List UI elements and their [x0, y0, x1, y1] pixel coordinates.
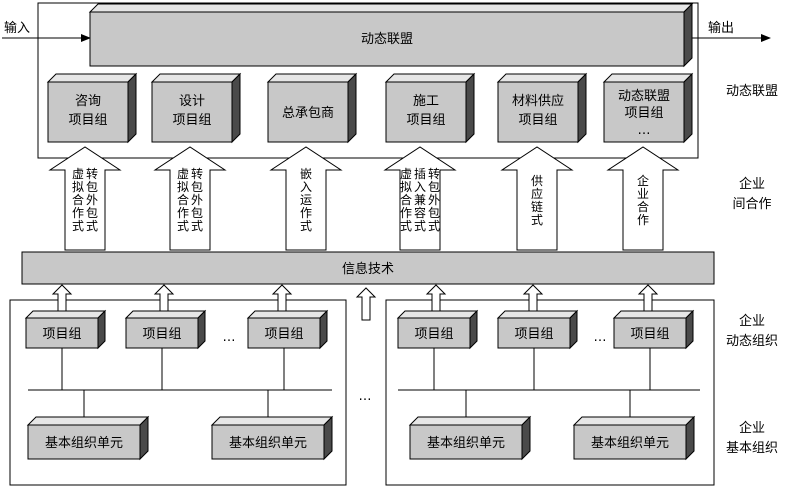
partner-label: 项目组: [172, 113, 211, 128]
small-up-arrow: [425, 284, 447, 313]
level-label-line: 企业: [739, 313, 765, 329]
unit-label: 基本组织单元: [427, 436, 505, 451]
cooperation-label: 转包外包式: [191, 166, 203, 233]
cooperation-label: 转包外包式: [428, 166, 440, 233]
partner-label: 施工: [413, 94, 439, 109]
input-label: 输入: [4, 20, 30, 36]
project-box: 项目组: [612, 309, 695, 350]
between-groups-ellipsis: …: [359, 389, 372, 404]
partner-label: 材料供应: [512, 93, 564, 109]
small-up-arrow: [51, 284, 73, 313]
project-box: 项目组: [496, 309, 579, 350]
cooperation-arrow: 供应链式: [500, 146, 574, 251]
small-up-arrows: [51, 284, 659, 321]
partner-label: 设计: [179, 94, 205, 109]
cooperation-arrow: 嵌入运作式: [269, 146, 343, 251]
partner-label: 项目组: [68, 113, 107, 128]
cooperation-label: 企业合作: [637, 173, 649, 227]
alliance-frame: [37, 2, 699, 159]
partner-box: 动态联盟项目组 …: [602, 72, 694, 144]
partner-label: 项目组: [624, 106, 663, 121]
project-label: 项目组: [514, 327, 553, 342]
small-up-arrow: [271, 284, 293, 313]
project-label: 项目组: [630, 327, 669, 342]
partner-boxes: 咨询项目组设计项目组总承包商施工项目组材料供应项目组动态联盟项目组…: [46, 72, 694, 144]
alliance-title: 动态联盟: [361, 32, 413, 47]
level-label: 动态联盟: [726, 84, 778, 99]
alliance-bar: 动态联盟: [88, 2, 694, 68]
cooperation-label: 插入兼容式: [414, 167, 426, 233]
level-label-line: 企业: [739, 420, 765, 436]
cooperation-label: 虚拟合作式: [72, 167, 84, 233]
cooperation-label: 转包外包式: [86, 166, 98, 233]
cooperation-arrow: 企业合作: [606, 146, 680, 251]
partner-label: 总承包商: [282, 106, 334, 121]
unit-label: 基本组织单元: [229, 436, 307, 451]
partner-label: …: [638, 123, 651, 138]
unit-box: 基本组织单元: [210, 415, 334, 461]
cooperation-arrows: 虚拟合作式转包外包式虚拟合作式转包外包式嵌入运作式虚拟合作式插入兼容式转包外包式…: [48, 146, 680, 251]
cooperation-label: 供应链式: [531, 174, 543, 227]
level-label-line: 动态联盟: [726, 84, 778, 99]
partner-box: 总承包商: [266, 72, 358, 144]
project-box: 项目组: [396, 309, 479, 350]
project-label: 项目组: [42, 327, 81, 342]
level-label-line: 间合作: [732, 197, 771, 212]
project-box: 项目组: [124, 309, 207, 350]
partner-label: 项目组: [518, 113, 557, 128]
level-label-line: 企业: [739, 176, 765, 192]
unit-box: 基本组织单元: [408, 415, 532, 461]
project-label: 项目组: [414, 327, 453, 342]
output-label: 输出: [708, 20, 734, 36]
partner-label: 项目组: [406, 113, 445, 128]
small-up-arrow: [637, 284, 659, 313]
unit-box: 基本组织单元: [572, 415, 696, 461]
it-bar-label: 信息技术: [342, 261, 394, 277]
project-box: 项目组: [246, 309, 329, 350]
group-ellipsis: …: [223, 330, 236, 345]
partner-label: 咨询: [75, 94, 101, 109]
enterprise-group: 项目组 项目组 项目组 … 基本组织单元 基本组织单元: [396, 309, 700, 461]
project-label: 项目组: [264, 327, 303, 342]
right-enterprise-frame: [385, 299, 715, 486]
level-label-line: 基本组织: [726, 441, 778, 456]
enterprise-groups: 项目组项目组项目组…基本组织单元基本组织单元项目组项目组项目组…基本组织单元基本…: [24, 309, 700, 461]
enterprise-group: 项目组 项目组 项目组 … 基本组织单元 基本组织单元: [24, 309, 334, 461]
unit-box: 基本组织单元: [26, 415, 150, 461]
partner-label: 动态联盟: [618, 89, 670, 104]
unit-label: 基本组织单元: [45, 436, 123, 451]
cooperation-label: 嵌入运作式: [300, 167, 312, 233]
it-bar: 信息技术: [21, 251, 715, 285]
cooperation-label: 虚拟合作式: [400, 167, 412, 233]
level-label-line: 动态组织: [726, 334, 778, 349]
center-up-arrow: [355, 287, 377, 321]
group-ellipsis: …: [594, 330, 607, 345]
small-up-arrow: [522, 284, 544, 313]
unit-label: 基本组织单元: [591, 436, 669, 451]
left-enterprise-frame: [9, 299, 347, 486]
cooperation-label: 虚拟合作式: [177, 167, 189, 233]
project-box: 项目组: [24, 309, 107, 350]
project-label: 项目组: [142, 327, 181, 342]
small-up-arrow: [153, 284, 175, 313]
